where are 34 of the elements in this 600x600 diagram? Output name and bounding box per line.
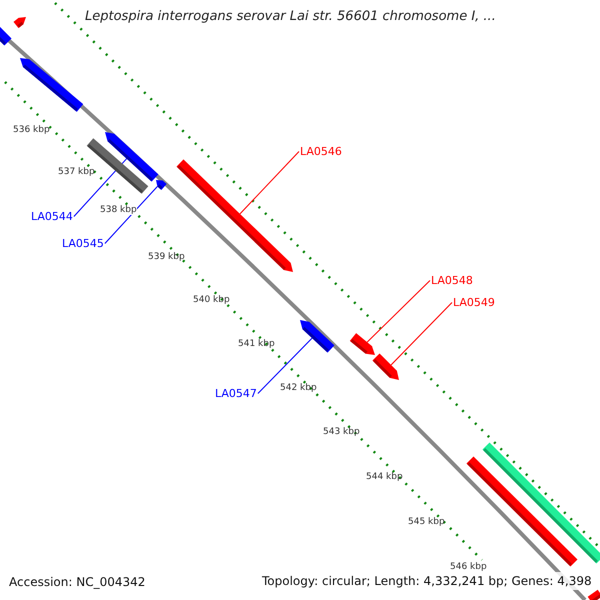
gene-feature [14,17,26,28]
scale-label: 541 kbp [238,340,275,349]
leader-line [366,280,430,343]
scale-label: 539 kbp [148,253,185,262]
gene-feature [482,442,600,564]
gene-feature [20,58,84,112]
accession-text: Accession: NC_004342 [9,576,146,588]
leader-line [390,302,452,366]
gene-feature [300,320,334,353]
scale-label: 546 kbp [450,563,487,572]
scale-label: 543 kbp [323,428,360,437]
gene-label: LA0546 [300,146,342,157]
gene-label: LA0547 [215,388,257,399]
scale-label: 537 kbp [58,168,95,177]
gene-feature [588,590,600,600]
gene-feature [156,180,167,190]
scale-label: 544 kbp [366,473,403,482]
scale-label: 536 kbp [13,126,50,135]
gene-feature [372,353,399,380]
gene-label: LA0544 [31,211,73,222]
gene-feature [0,26,12,46]
scale-label: 545 kbp [408,518,445,527]
gene-label: LA0549 [453,297,495,308]
gene-feature [350,333,375,355]
leader-line [73,158,128,217]
gene-label: LA0548 [431,275,473,286]
scale-label: 542 kbp [280,384,317,393]
leader-line [239,151,300,214]
gene-label: LA0545 [62,238,104,249]
leader-line [104,186,158,244]
leader-line [257,338,313,394]
scale-label: 540 kbp [193,296,230,305]
map-title: Leptospira interrogans serovar Lai str. 56601 chromosome I, ... [85,10,496,23]
scale-label: 538 kbp [100,206,137,215]
